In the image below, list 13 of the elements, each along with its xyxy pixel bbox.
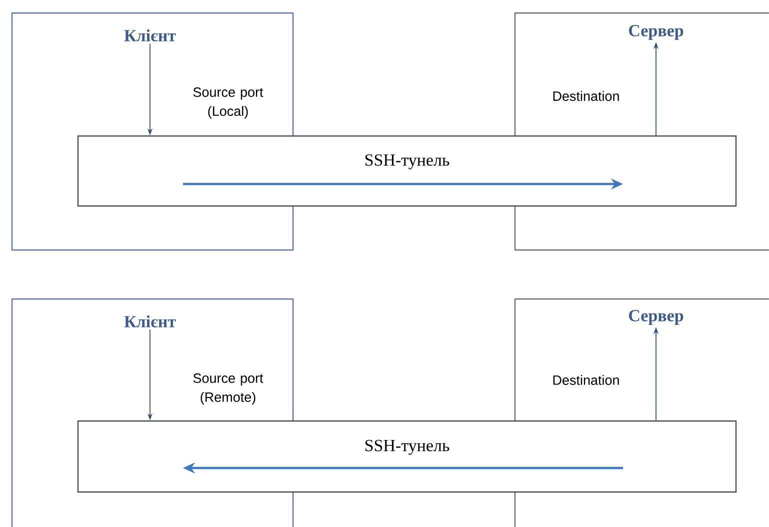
port-label: Source port (Local) bbox=[193, 87, 264, 119]
heading: Клієнт bbox=[124, 315, 176, 328]
frame-box bbox=[11, 12, 294, 251]
frame-box bbox=[514, 12, 769, 251]
port-label: Destination bbox=[553, 375, 619, 385]
frame-box bbox=[11, 298, 294, 527]
tunnel-box: SSH-тунель bbox=[77, 420, 737, 493]
port-label: Destination bbox=[553, 91, 619, 101]
heading: Сервер bbox=[629, 24, 684, 40]
heading: Сервер bbox=[629, 310, 684, 325]
tunnel-box: SSH-тунель bbox=[77, 135, 737, 207]
port-label: Source port (Remote) bbox=[193, 373, 264, 405]
heading: Клієнт bbox=[124, 29, 176, 42]
